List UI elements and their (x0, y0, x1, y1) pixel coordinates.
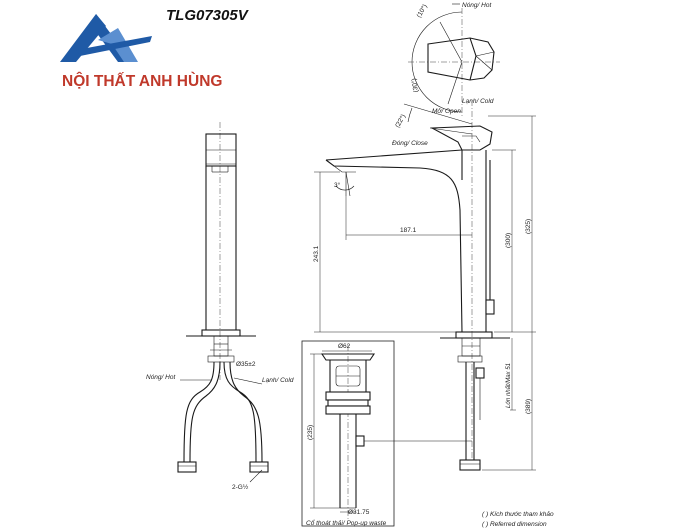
dim-325: (325) (525, 219, 532, 234)
open-angle: (22°) (393, 113, 407, 129)
dim-max: Lớn nhất/Max 51 (505, 363, 512, 408)
front-cold-label: Lạnh/ Cold (262, 377, 294, 384)
close-label: Đóng/ Close (392, 140, 428, 147)
top-angle-cold: (30°) (410, 78, 420, 93)
popup-dim-bottom: Ø31.75 (348, 509, 370, 516)
brand-logo: NỘI THẤT ANH HÙNG (60, 14, 222, 90)
dim-reach: 187.1 (400, 227, 417, 234)
dim-300: (300) (505, 233, 512, 248)
popup-dim-top: Ø62 (338, 343, 351, 350)
legend-line-2: ( ) Referred dimension (482, 521, 547, 528)
top-cold-label: Lạnh/ Cold (462, 98, 494, 105)
letter-a-logo-icon (60, 14, 152, 62)
model-title: TLG07305V (166, 7, 250, 24)
top-view: Nóng/ Hot (10°) (30°) Lạnh/ Cold (408, 2, 500, 116)
open-label: Mở/ Open (432, 107, 461, 115)
brand-name: NỘI THẤT ANH HÙNG (62, 72, 222, 90)
popup-waste-section: Ø62 (235) Ø31.75 Cổ thoát thải/ Pop-up w… (301, 340, 472, 527)
side-view: Mở/ Open (22°) Đóng/ Close 3° (313, 100, 536, 471)
front-shank-dim: Ø35±2 (236, 361, 256, 368)
top-angle-hot: (10°) (415, 3, 429, 19)
dim-spout-height: 243.1 (313, 245, 320, 262)
legend-line-1: ( ) Kích thước tham khảo (482, 510, 554, 518)
top-hot-label: Nóng/ Hot (462, 2, 492, 9)
thread-label: 2-G½ (232, 483, 249, 491)
dim-389: (389) (525, 399, 532, 414)
legend: ( ) Kích thước tham khảo ( ) Referred di… (482, 510, 554, 528)
spout-angle: 3° (334, 181, 341, 189)
popup-dim-height: (235) (307, 425, 314, 440)
front-view: Ø35±2 Nóng/ Hot Lạnh/ Cold 2-G½ (146, 122, 294, 491)
front-hot-label: Nóng/ Hot (146, 374, 176, 381)
popup-caption: Cổ thoát thải/ Pop-up waste (306, 519, 387, 527)
